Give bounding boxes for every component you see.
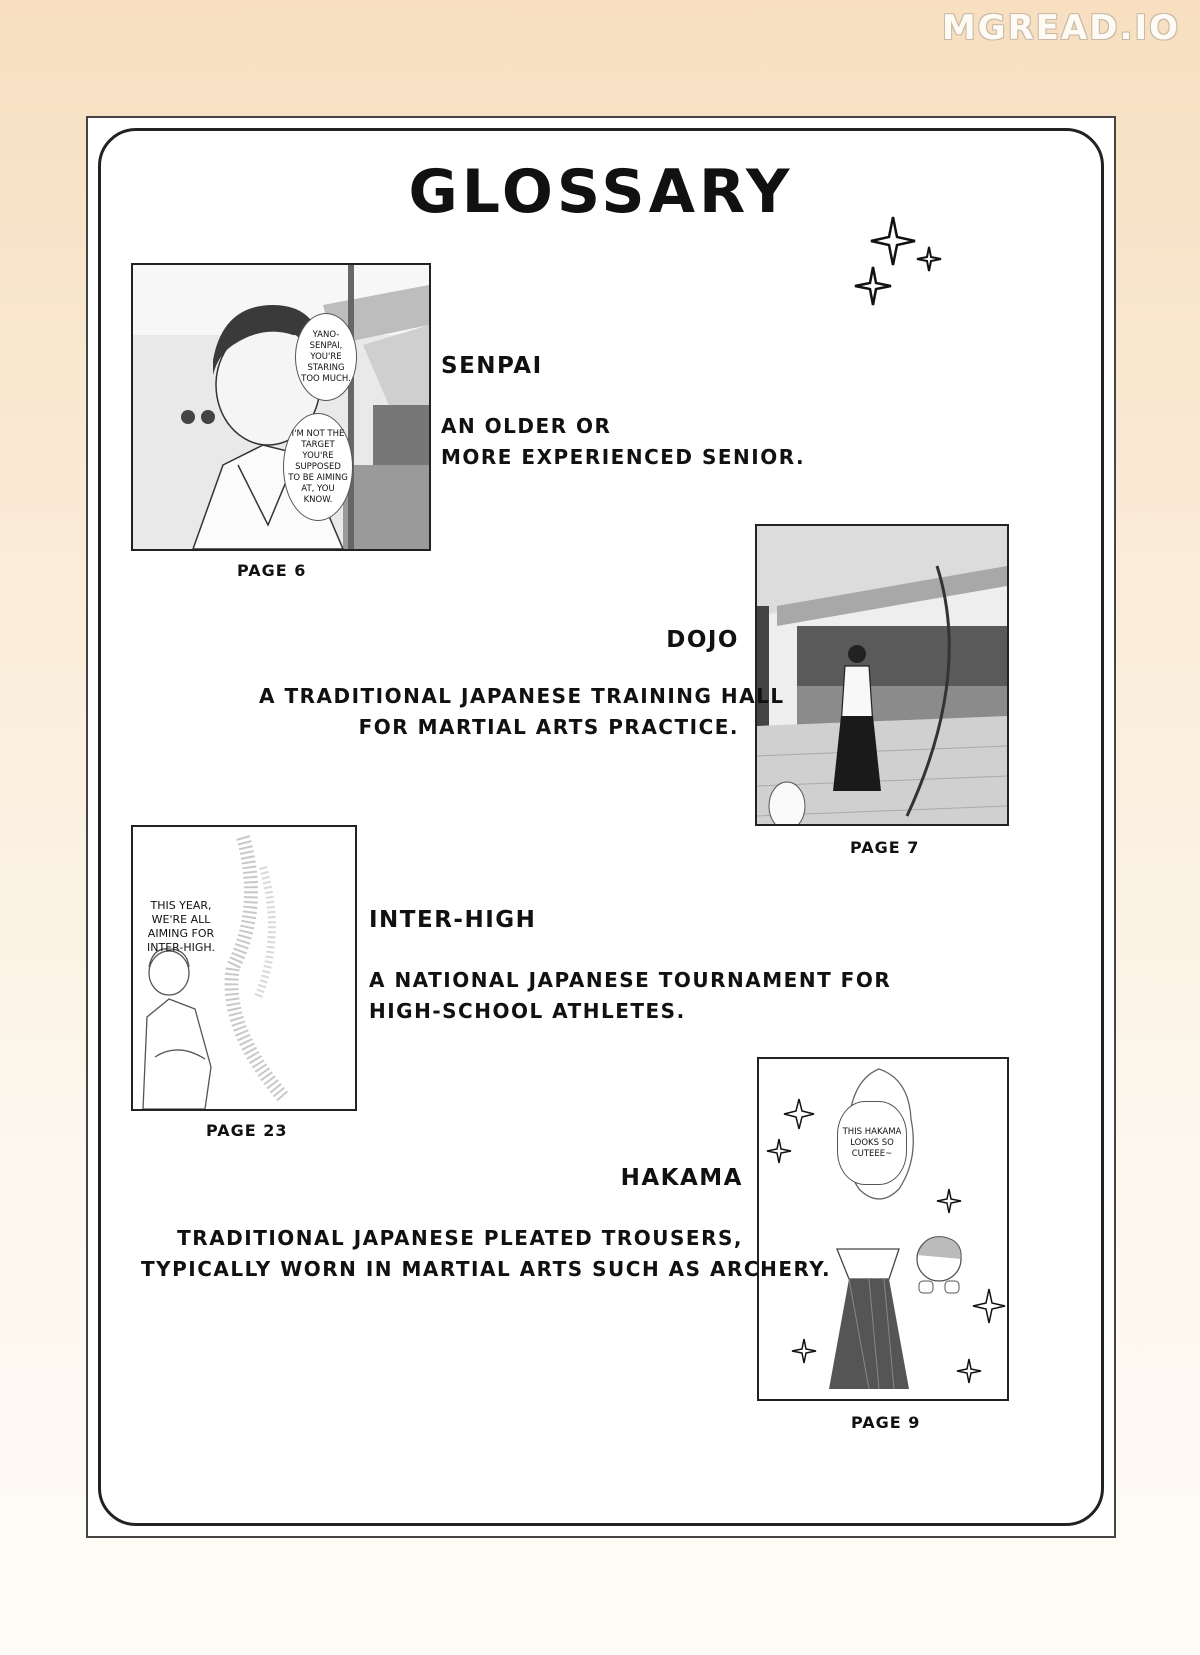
glossary-term: SENPAI — [441, 353, 543, 379]
glossary-term: INTER-HIGH — [369, 907, 537, 933]
page-title: GLOSSARY — [408, 157, 794, 227]
definition-line: HIGH-SCHOOL ATHLETES. — [369, 999, 686, 1023]
glossary-page-frame: GLOSSARY YANO-SENPAI, YO — [86, 116, 1116, 1538]
definition-line: TRADITIONAL JAPANESE PLEATED TROUSERS, — [177, 1226, 743, 1250]
page-reference: PAGE 6 — [237, 561, 307, 580]
manga-panel-dojo — [755, 524, 1009, 826]
page-reference: PAGE 9 — [851, 1413, 921, 1432]
manga-panel-hakama: THIS HAKAMA LOOKS SO CUTEEE~ — [757, 1057, 1009, 1401]
page-reference: PAGE 23 — [206, 1121, 288, 1140]
watermark: MGREAD.IO — [941, 8, 1180, 48]
definition-line: A NATIONAL JAPANESE TOURNAMENT FOR — [369, 968, 892, 992]
page-reference: PAGE 7 — [850, 838, 920, 857]
glossary-definition: A NATIONAL JAPANESE TOURNAMENT FOR HIGH-… — [369, 965, 891, 1027]
speech-bubble: THIS HAKAMA LOOKS SO CUTEEE~ — [837, 1101, 907, 1185]
glossary-inner-frame: GLOSSARY YANO-SENPAI, YO — [98, 128, 1104, 1526]
speech-bubble: YANO-SENPAI, YOU'RE STARING TOO MUCH. — [295, 313, 357, 401]
manga-panel-inter-high: THIS YEAR, WE'RE ALL AIMING FOR INTER-HI… — [131, 825, 357, 1111]
speech-text: THIS YEAR, WE'RE ALL AIMING FOR INTER-HI… — [147, 899, 215, 954]
definition-line: A TRADITIONAL JAPANESE TRAINING HALL — [259, 684, 785, 708]
glossary-term: DOJO — [666, 627, 739, 653]
glossary-term: HAKAMA — [620, 1165, 743, 1191]
manga-panel-senpai: YANO-SENPAI, YOU'RE STARING TOO MUCH. I'… — [131, 263, 431, 551]
definition-line: FOR MARTIAL ARTS PRACTICE. — [358, 715, 739, 739]
glossary-definition: AN OLDER OR MORE EXPERIENCED SENIOR. — [441, 411, 805, 473]
definition-line: MORE EXPERIENCED SENIOR. — [441, 445, 806, 469]
glossary-definition: A TRADITIONAL JAPANESE TRAINING HALL FOR… — [259, 681, 785, 743]
definition-line: AN OLDER OR — [441, 414, 612, 438]
sparkle-icon — [854, 216, 942, 306]
definition-line: TYPICALLY WORN IN MARTIAL ARTS SUCH AS A… — [141, 1257, 832, 1281]
speech-bubble: I'M NOT THE TARGET YOU'RE SUPPOSED TO BE… — [283, 413, 353, 521]
glossary-definition: TRADITIONAL JAPANESE PLEATED TROUSERS, T… — [141, 1223, 832, 1285]
